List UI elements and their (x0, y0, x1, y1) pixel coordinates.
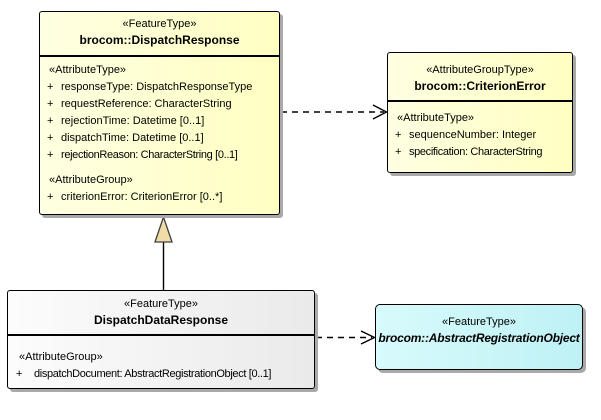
open-arrowhead-icon (372, 104, 389, 120)
class-abstract-registration-object[interactable]: «FeatureType» brocom::AbstractRegistrati… (375, 304, 583, 370)
generalization-connector[interactable] (154, 214, 173, 290)
attribute-text: rejectionTime: Datetime [0..1] (61, 114, 205, 127)
attribute-row[interactable]: + rejectionTime: Datetime [0..1] (40, 113, 279, 130)
visibility-plus-icon: + (47, 80, 54, 93)
attribute-row[interactable]: + dispatchTime: Datetime [0..1] (40, 130, 279, 147)
open-arrowhead-icon (360, 330, 377, 345)
attribute-text: dispatchDocument: AbstractRegistrationOb… (34, 367, 272, 380)
class-name: DispatchDataResponse (93, 313, 229, 327)
generalization-triangle-icon (154, 214, 173, 243)
attribute-text: dispatchTime: Datetime [0..1] (61, 131, 204, 144)
stereotype-label: «FeatureType» (122, 18, 197, 30)
attributes-compartment: «AttributeType» + responseType: Dispatch… (40, 57, 279, 206)
attribute-text: specification: CharacterString (409, 145, 543, 158)
attribute-row[interactable]: + responseType: DispatchResponseType (40, 79, 279, 96)
class-name: brocom::AbstractRegistrationObject (378, 331, 580, 345)
class-header: «AttributeGroupType» brocom::CriterionEr… (388, 53, 572, 102)
visibility-plus-icon: + (47, 114, 54, 127)
dependency-connector-criterion-error[interactable] (281, 104, 389, 120)
visibility-plus-icon: + (47, 148, 54, 161)
class-header: «FeatureType» DispatchDataResponse (8, 291, 314, 336)
attribute-text: sequenceNumber: Integer (409, 128, 537, 141)
attribute-row[interactable]: + sequenceNumber: Integer (388, 127, 572, 144)
visibility-plus-icon: + (395, 128, 402, 141)
attribute-row[interactable]: + requestReference: CharacterString (40, 96, 279, 113)
class-header: «FeatureType» brocom::AbstractRegistrati… (376, 305, 582, 369)
stereotype-label: «AttributeGroupType» (426, 64, 534, 76)
attribute-text: rejectionReason: CharacterString [0..1] (61, 148, 238, 161)
attribute-stereotype-label: «AttributeGroup» (19, 350, 103, 363)
dependency-connector-abstract-registration-object[interactable] (316, 330, 377, 345)
visibility-plus-icon: + (47, 131, 54, 144)
visibility-plus-icon: + (16, 367, 23, 380)
attribute-text: responseType: DispatchResponseType (61, 80, 253, 93)
class-header: «FeatureType» brocom::DispatchResponse (40, 12, 279, 57)
attribute-row[interactable]: + dispatchDocument: AbstractRegistration… (8, 366, 314, 383)
stereotype-label: «FeatureType» (442, 316, 516, 328)
class-name: brocom::CriterionError (414, 79, 546, 93)
class-dispatch-data-response[interactable]: «FeatureType» DispatchDataResponse «Attr… (7, 290, 315, 389)
attribute-row[interactable]: + criterionError: CriterionError [0..*] (40, 189, 279, 206)
attribute-text: criterionError: CriterionError [0..*] (61, 190, 223, 203)
visibility-plus-icon: + (47, 97, 54, 110)
attribute-stereotype-label: «AttributeType» (49, 63, 127, 76)
class-criterion-error[interactable]: «AttributeGroupType» brocom::CriterionEr… (387, 52, 573, 173)
attribute-row[interactable]: + rejectionReason: CharacterString [0..1… (40, 147, 279, 164)
stereotype-label: «FeatureType» (124, 298, 198, 310)
class-name: brocom::DispatchResponse (79, 33, 240, 47)
attributes-compartment: «AttributeGroup» + dispatchDocument: Abs… (8, 336, 314, 383)
visibility-plus-icon: + (395, 145, 402, 158)
attribute-row[interactable]: + specification: CharacterString (388, 144, 572, 161)
attribute-stereotype-label: «AttributeType» (397, 111, 475, 124)
visibility-plus-icon: + (47, 190, 54, 203)
class-dispatch-response[interactable]: «FeatureType» brocom::DispatchResponse «… (39, 11, 280, 215)
attribute-stereotype-label: «AttributeGroup» (49, 173, 133, 186)
attribute-text: requestReference: CharacterString (61, 97, 232, 110)
attributes-compartment: «AttributeType» + sequenceNumber: Intege… (388, 102, 572, 161)
